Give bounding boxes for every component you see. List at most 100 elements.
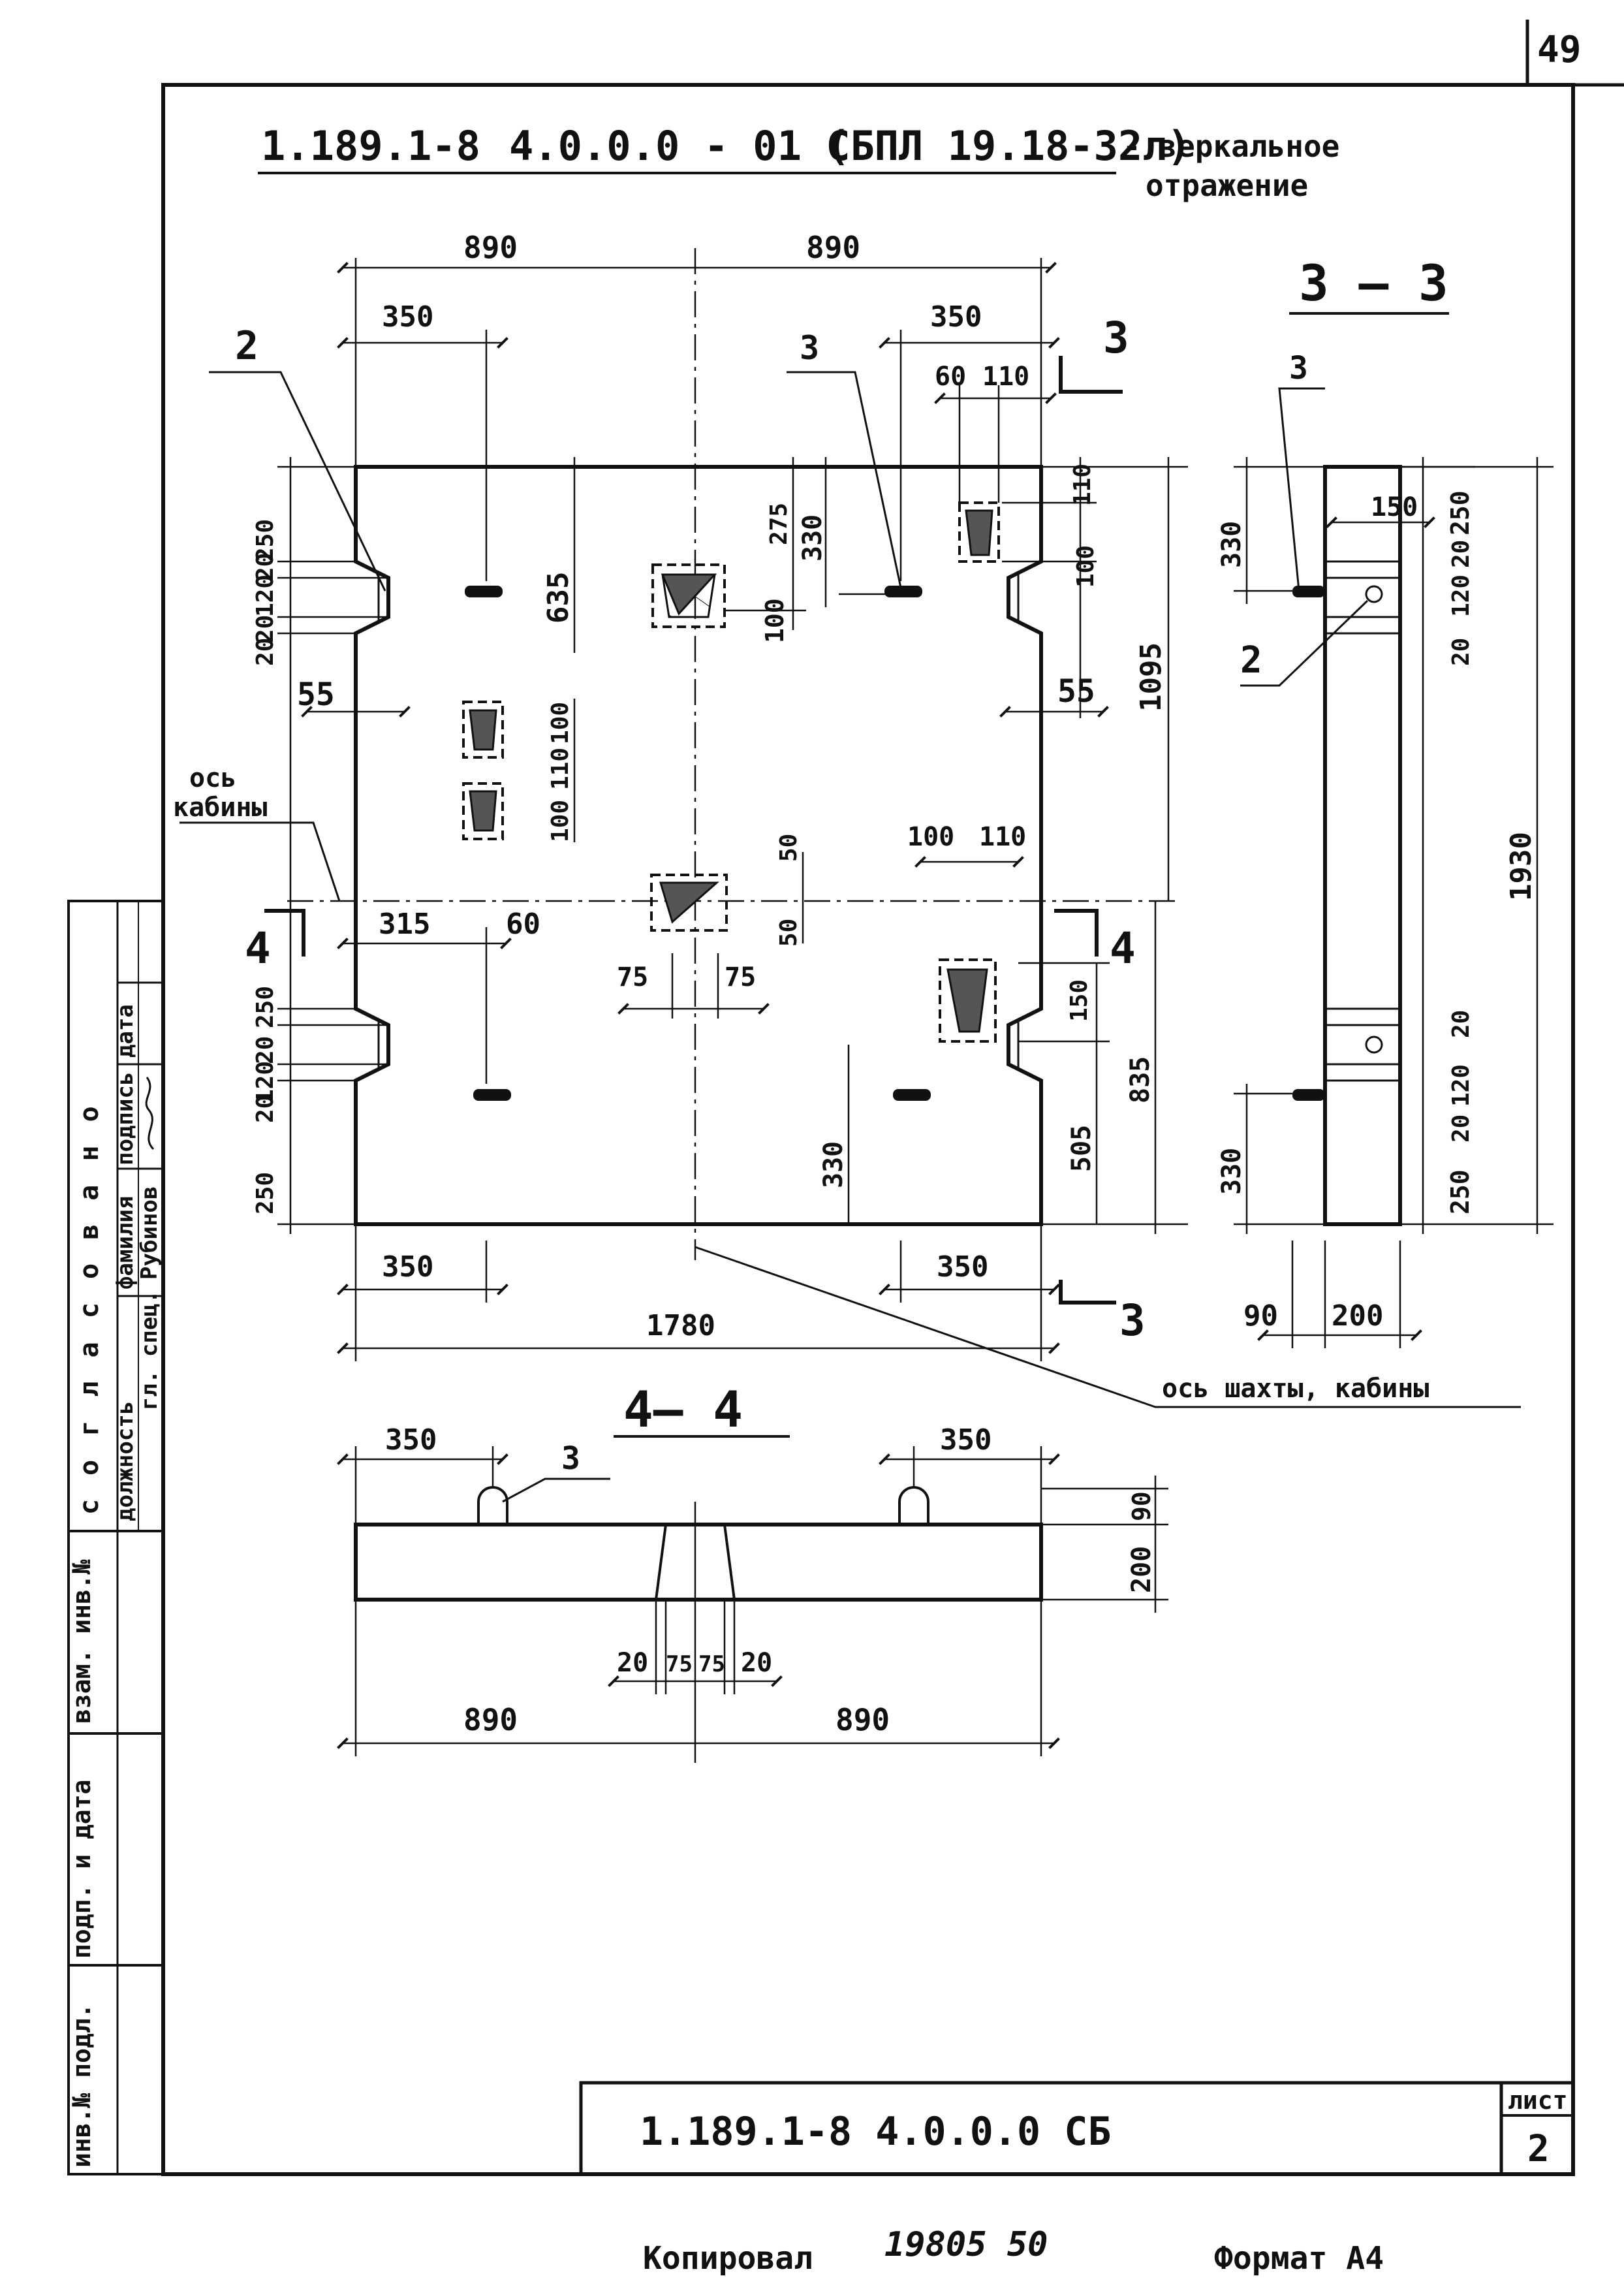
dim-l-20: 20 xyxy=(252,553,279,581)
section44-dim-350-l: 350 xyxy=(385,1423,437,1457)
loop-bar xyxy=(1292,586,1325,597)
footer-format: Формат А4 xyxy=(1214,2240,1384,2277)
dim-l-20b: 20 xyxy=(252,615,279,643)
callout-3: 3 xyxy=(800,329,819,367)
dim-505: 505 xyxy=(1067,1125,1097,1172)
dim-l-20c: 20 xyxy=(252,638,279,666)
section33-callout-2: 2 xyxy=(1240,639,1262,682)
footer-copied-number: 19805 50 xyxy=(884,2225,1048,2264)
dim-75-a: 75 xyxy=(617,962,648,992)
stamp-sign-date: подп. и дата xyxy=(67,1779,96,1959)
side-stamp xyxy=(67,900,164,2175)
dim-150: 150 xyxy=(1066,979,1093,1022)
dim-635: 635 xyxy=(542,572,575,624)
section33-dim-200: 200 xyxy=(1332,1299,1383,1333)
section33-dim-250-bot: 250 xyxy=(1446,1169,1475,1214)
section-3-3: 3 — 3 3 2 xyxy=(1217,254,1554,1348)
section33-dim-150: 150 xyxy=(1371,492,1418,522)
dim-l-250: 250 xyxy=(252,519,279,561)
dim-110-r: 110 xyxy=(1069,464,1096,506)
stamp-col-position: должность xyxy=(112,1401,138,1521)
dim-top-1: 890 xyxy=(463,230,518,265)
title-note-1: - зеркальное xyxy=(1123,129,1339,164)
title-block xyxy=(579,2081,1575,2176)
section33-dim-20c: 20 xyxy=(1448,1010,1475,1038)
loop-bar xyxy=(1292,1089,1325,1101)
title-code: 1.189.1-8 xyxy=(261,122,480,170)
dim-315: 315 xyxy=(379,908,430,941)
stamp-col-signature: подпись xyxy=(112,1072,138,1165)
drawing-title: 1.189.1-8 4.0.0.0 - 01 СБ ( ПЛ 19.18-32л… xyxy=(258,122,1339,203)
stamp-orig-inv: инв.№ подл. xyxy=(67,2003,96,2168)
dim-top-2: 890 xyxy=(806,230,860,265)
dim-330-c: 330 xyxy=(798,514,828,561)
section44-dim-20-l: 20 xyxy=(617,1648,648,1678)
dim-l-250b: 250 xyxy=(252,986,279,1028)
section44-dim-75-l: 75 xyxy=(666,1651,693,1677)
plan-view: 890 890 350 350 60 110 3 2 3 2 xyxy=(173,230,1521,1408)
footer-copied-label: Копировал xyxy=(643,2240,813,2277)
dim-110-a: 110 xyxy=(547,748,574,790)
dim-60-c: 60 xyxy=(506,908,540,941)
dim-1095: 1095 xyxy=(1134,642,1168,712)
stamp-replaced-inv: взам. инв.№ xyxy=(67,1559,96,1724)
dim-100-d: 100 xyxy=(907,822,954,852)
title-mark: 4.0.0.0 - 01 СБ xyxy=(509,122,875,170)
dim-100-c: 100 xyxy=(760,598,789,643)
section33-dim-120a: 120 xyxy=(1448,575,1475,617)
dim-50-b: 50 xyxy=(775,919,802,947)
page-number: 49 xyxy=(1537,29,1581,71)
section-mark-4-right: 4 xyxy=(1110,923,1136,973)
opening xyxy=(462,501,1000,1043)
section-mark-3-top: 3 xyxy=(1103,313,1129,363)
section33-dim-20d: 20 xyxy=(1448,1115,1475,1143)
dim-55-right: 55 xyxy=(1057,673,1095,710)
dim-100-r: 100 xyxy=(1072,545,1099,588)
section44-dim-20-r: 20 xyxy=(741,1648,772,1678)
callout-2: 2 xyxy=(235,323,258,369)
section33-callout-3: 3 xyxy=(1289,350,1308,387)
dim-60: 60 xyxy=(935,362,966,392)
section-mark-4-left: 4 xyxy=(245,923,271,973)
section33-dim-20b: 20 xyxy=(1448,638,1475,666)
section33-dim-20a: 20 xyxy=(1448,540,1475,568)
dim-right-350: 350 xyxy=(930,300,982,334)
sheet-number: 2 xyxy=(1527,2128,1550,2170)
dim-50-a: 50 xyxy=(775,834,802,862)
section33-dim-90: 90 xyxy=(1243,1299,1278,1333)
section44-dim-90: 90 xyxy=(1127,1491,1156,1521)
axis-shaft-label: ось шахты, кабины xyxy=(1162,1374,1429,1404)
dim-b-350-r: 350 xyxy=(937,1250,988,1284)
dim-110: 110 xyxy=(982,362,1029,392)
stamp-row-surname: Рубинов xyxy=(136,1186,163,1280)
sheet-label: лист xyxy=(1508,2086,1568,2115)
loop-bar xyxy=(465,586,503,597)
dim-100-a: 100 xyxy=(547,702,574,744)
dim-l-120b: 120 xyxy=(252,1061,279,1103)
dim-left-350: 350 xyxy=(382,300,433,334)
axis-cabin-label-2: кабины xyxy=(173,793,268,823)
dim-l-20d: 20 xyxy=(252,1036,279,1064)
stamp-agreed: с о г л а с о в а н о xyxy=(74,1102,104,1515)
dim-b-350-l: 350 xyxy=(382,1250,433,1284)
dim-75-b: 75 xyxy=(725,962,756,992)
section44-dim-350-r: 350 xyxy=(940,1423,992,1457)
dim-275: 275 xyxy=(766,503,792,545)
stamp-signature-scribble xyxy=(145,1077,155,1150)
title-block-code: 1.189.1-8 4.0.0.0 СБ xyxy=(640,2109,1111,2155)
section-mark-3-bottom: 3 xyxy=(1119,1295,1146,1346)
axis-cabin-label-1: ось xyxy=(189,763,236,793)
loop-bar xyxy=(884,586,922,597)
section33-dim-330-bot: 330 xyxy=(1217,1148,1247,1195)
section44-dim-890-r: 890 xyxy=(835,1702,890,1737)
dim-835: 835 xyxy=(1125,1056,1155,1103)
section44-dim-200: 200 xyxy=(1127,1546,1157,1593)
section33-dim-120b: 120 xyxy=(1448,1064,1475,1107)
section33-dim-1930: 1930 xyxy=(1505,832,1538,901)
section44-dim-890-l: 890 xyxy=(463,1702,518,1737)
section44-dim-75-r: 75 xyxy=(698,1651,725,1677)
dim-1780: 1780 xyxy=(646,1309,715,1342)
dim-100-b: 100 xyxy=(547,800,574,842)
dim-55-left: 55 xyxy=(297,676,335,713)
